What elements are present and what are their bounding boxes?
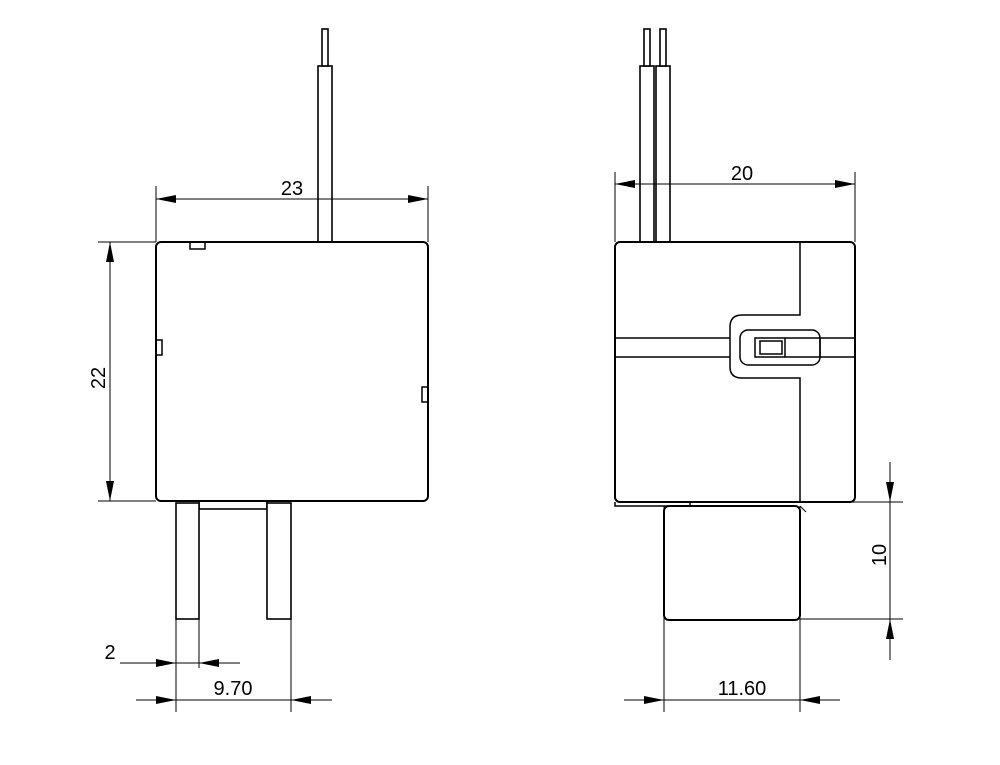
dim-tab-width: 11.60 <box>624 506 840 712</box>
dim-tab-width-label: 11.60 <box>718 678 767 700</box>
dim-front-width-label: 23 <box>281 178 303 200</box>
dim-tab-height-label: 10 <box>869 544 891 566</box>
front-top-wire <box>317 28 333 243</box>
dim-pin-spacing: 9.70 <box>136 619 332 712</box>
side-view <box>614 28 856 621</box>
dim-pin-width-label: 2 <box>104 642 115 664</box>
side-wires <box>639 28 671 243</box>
latch-top <box>189 241 206 250</box>
dim-pin-width: 2 <box>104 619 240 712</box>
latch-left <box>155 339 163 356</box>
dim-side-width-label: 20 <box>731 163 753 185</box>
pin-right <box>266 502 292 620</box>
latch-right <box>421 386 429 403</box>
side-body <box>614 241 856 507</box>
dim-front-height: 22 <box>88 241 156 502</box>
front-body <box>155 241 429 502</box>
front-view <box>155 28 429 620</box>
side-tab <box>663 505 807 621</box>
front-pins <box>175 500 292 620</box>
dim-tab-height: 10 <box>800 462 903 660</box>
dim-side-width: 20 <box>614 163 856 242</box>
pin-left <box>175 502 200 620</box>
dim-pin-spacing-label: 9.70 <box>214 678 253 700</box>
dim-front-height-label: 22 <box>88 367 110 389</box>
dim-front-width: 23 <box>155 178 429 242</box>
